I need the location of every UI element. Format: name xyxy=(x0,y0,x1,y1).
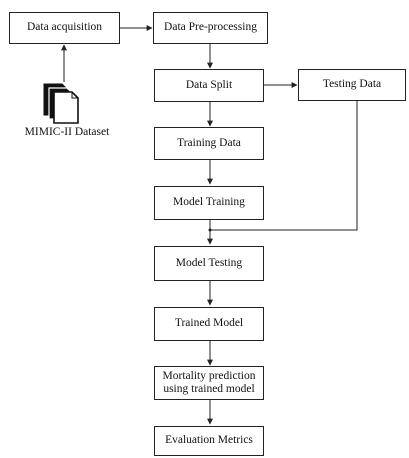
node-evaluation-metrics: Evaluation Metrics xyxy=(154,426,264,456)
node-mortality-prediction: Mortality prediction using trained model xyxy=(154,366,264,400)
node-mortality-prediction-label: Mortality prediction using trained model xyxy=(162,369,256,395)
node-testing-data-label: Testing Data xyxy=(322,78,382,91)
node-data-acquisition-label: Data acquisition xyxy=(26,21,103,34)
node-data-preprocessing-label: Data Pre-processing xyxy=(164,21,257,34)
node-training-data: Training Data xyxy=(154,127,264,160)
connector-testing-data-to-junction xyxy=(211,101,358,231)
node-data-split-label: Data Split xyxy=(185,78,233,91)
node-model-testing: Model Testing xyxy=(154,246,264,281)
node-model-training: Model Training xyxy=(154,186,264,220)
node-data-preprocessing: Data Pre-processing xyxy=(153,12,268,44)
node-trained-model: Trained Model xyxy=(154,307,264,341)
node-data-acquisition: Data acquisition xyxy=(9,12,120,44)
node-evaluation-metrics-label: Evaluation Metrics xyxy=(165,434,253,447)
node-trained-model-label: Trained Model xyxy=(174,317,244,330)
node-testing-data: Testing Data xyxy=(298,69,406,101)
node-data-split: Data Split xyxy=(154,69,264,102)
node-model-training-label: Model Training xyxy=(173,196,245,209)
dataset-label: MIMIC-II Dataset xyxy=(24,126,110,138)
node-training-data-label: Training Data xyxy=(177,136,241,149)
document-stack-icon xyxy=(43,83,79,124)
node-model-testing-label: Model Testing xyxy=(175,256,243,269)
